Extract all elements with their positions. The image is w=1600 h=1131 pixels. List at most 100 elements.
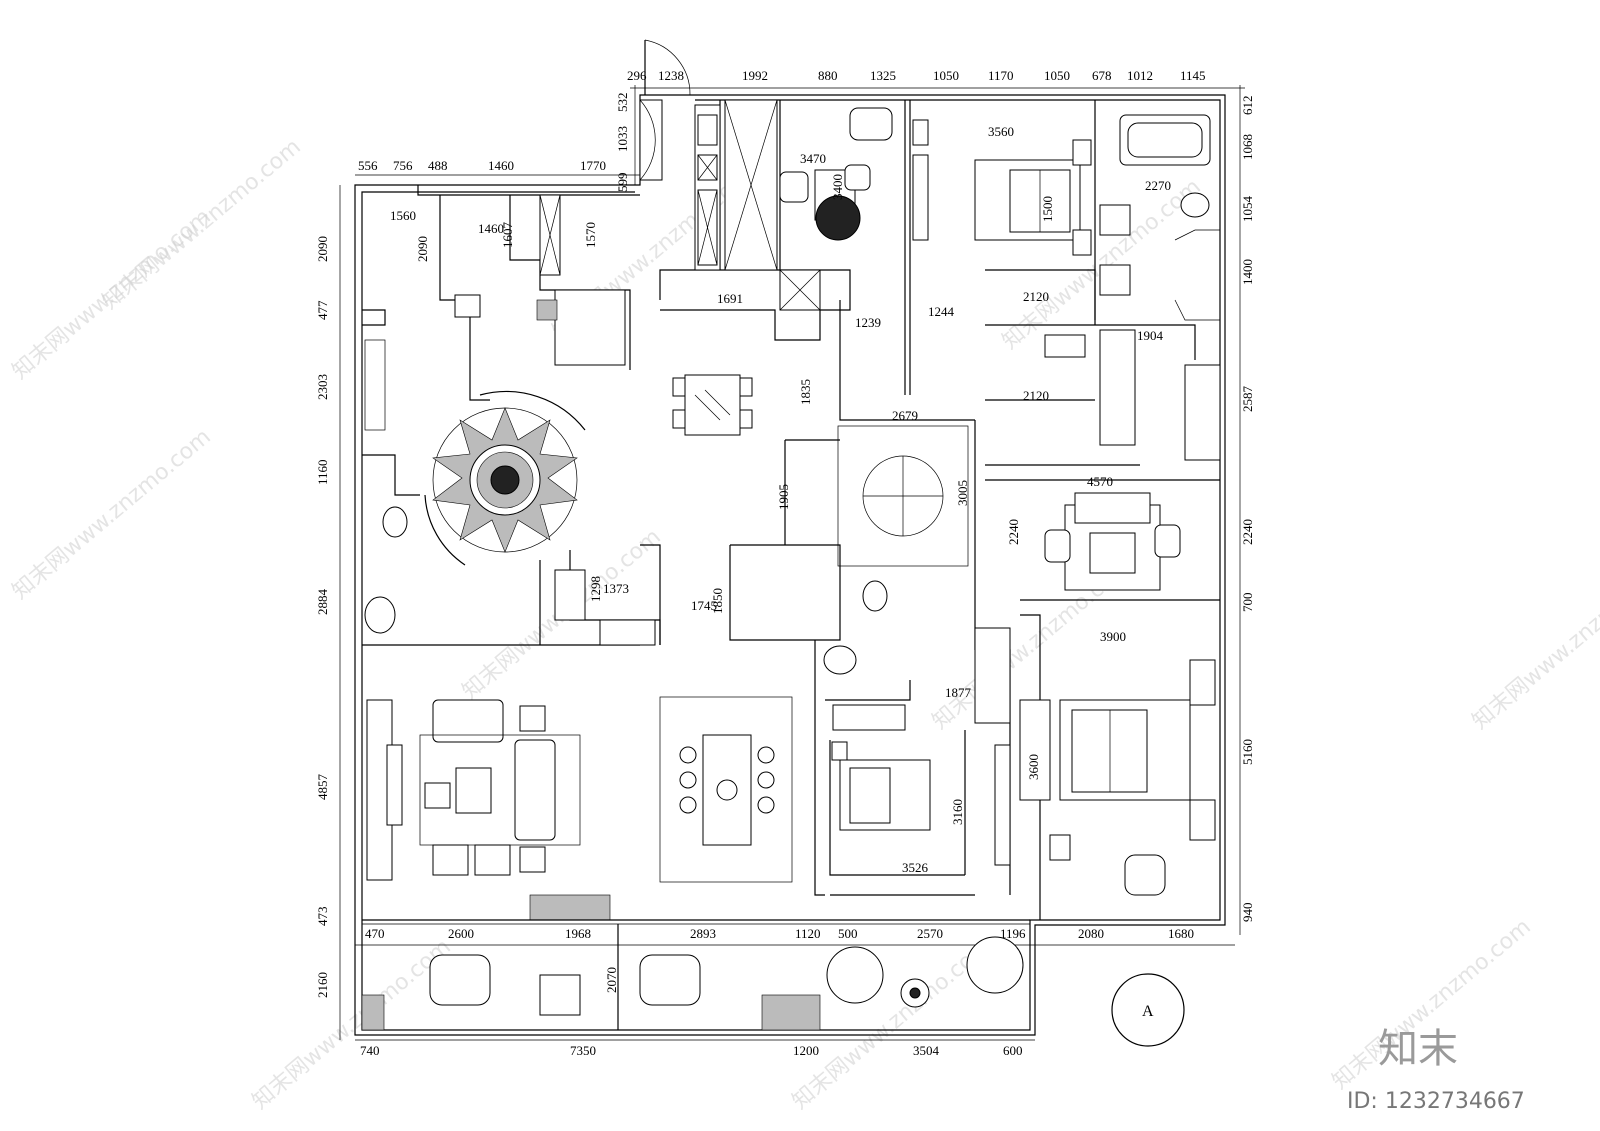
dim-label: 1298: [588, 576, 603, 602]
dim-label: 1200: [793, 1043, 819, 1058]
dim-label: 1160: [315, 459, 330, 485]
dim-label: 1239: [855, 315, 881, 330]
nightstand-icon: [1189, 659, 1216, 706]
toilet-icon: [862, 580, 888, 612]
dim-label: 2090: [415, 236, 430, 262]
dim-label: 470: [365, 926, 385, 941]
dim-label: 2240: [1240, 519, 1255, 545]
ottoman-icon: [432, 844, 469, 876]
dim-label: 556: [358, 158, 378, 173]
tv-cabinet: [912, 154, 929, 241]
tv-cabinet: [1019, 699, 1051, 801]
sink-icon: [823, 645, 857, 675]
dim-label: 488: [428, 158, 448, 173]
dim-label: 1050: [1044, 68, 1070, 83]
wardrobe-icon: [832, 704, 906, 731]
brand-logo: 知末: [1378, 1026, 1458, 1072]
dim-label: 2240: [1006, 519, 1021, 545]
armchair-icon: [1044, 529, 1071, 563]
dim-label: 1770: [580, 158, 606, 173]
dim-label: 1904: [1137, 328, 1164, 343]
dim-label: 1968: [565, 926, 591, 941]
dim-label: 2587: [1240, 386, 1255, 413]
medallion-rug: [424, 390, 586, 566]
desk-chair-icon: [1049, 834, 1071, 861]
dim-label: 2160: [315, 972, 330, 998]
nightstand-icon: [1072, 229, 1092, 256]
dim-label: 3470: [800, 151, 826, 166]
dim-label: 2070: [604, 967, 619, 993]
coffee-table-icon: [455, 767, 492, 814]
toilet-icon: [454, 294, 481, 318]
table-icon: [684, 374, 741, 436]
round-chair-icon: [966, 936, 1024, 994]
dim-label: 1012: [1127, 68, 1153, 83]
dim-label: 2120: [1023, 289, 1049, 304]
shoe-cabinet-icon: [554, 569, 586, 621]
toilet-icon: [1180, 192, 1210, 218]
dim-label: 2570: [917, 926, 943, 941]
rug-icon: [815, 195, 861, 241]
dim-label: 1607: [500, 222, 515, 249]
dim-label: 4570: [1087, 474, 1113, 489]
furniture: [364, 99, 1221, 1016]
dimension-labels: 296 1238 1992 880 1325 1050 1170 1050 67…: [315, 68, 1255, 1058]
dim-label: 612: [1240, 96, 1255, 116]
tv-cabinet: [912, 119, 929, 146]
entry-door: [639, 39, 691, 181]
dim-label: 1170: [988, 68, 1014, 83]
dim-label: 2679: [892, 408, 918, 423]
dim-label: 880: [818, 68, 838, 83]
dim-label: 1325: [870, 68, 896, 83]
dim-label: 1196: [1000, 926, 1026, 941]
dim-label: 3005: [955, 480, 970, 506]
dim-label: 1120: [795, 926, 821, 941]
dim-label: 1238: [658, 68, 684, 83]
dim-label: 600: [1003, 1043, 1023, 1058]
tv-icon: [386, 744, 403, 826]
dim-label: 3400: [830, 174, 845, 200]
shoe-cabinet-icon: [599, 619, 656, 646]
sink-icon: [1099, 264, 1131, 296]
dim-label: 1745: [691, 598, 717, 613]
bunk-bed-icon: [554, 289, 626, 366]
dim-label: 477: [315, 300, 330, 320]
dim-label: 296: [627, 68, 647, 83]
dim-label: 700: [1240, 593, 1255, 613]
dim-label: 1560: [390, 208, 416, 223]
coffee-table-icon: [1089, 532, 1136, 574]
dim-label: 2090: [315, 236, 330, 262]
dim-label: 1054: [1240, 196, 1255, 223]
sink-icon: [1099, 204, 1131, 236]
tv-cabinet: [994, 744, 1011, 866]
armchair-icon: [429, 954, 491, 1006]
dim-label: 3900: [1100, 629, 1126, 644]
dim-label: 1500: [1040, 196, 1055, 222]
dim-label: 1460: [488, 158, 514, 173]
nightstand-icon: [831, 741, 848, 761]
dim-label: 599: [615, 173, 630, 193]
dim-label: 940: [1240, 903, 1255, 923]
side-table-icon: [519, 846, 546, 873]
toilet-icon: [382, 506, 408, 538]
wardrobe-icon: [974, 627, 1011, 724]
dim-label: 1680: [1168, 926, 1194, 941]
dim-label: 1244: [928, 304, 955, 319]
dim-label: 1850: [710, 588, 725, 614]
dim-label: 2270: [1145, 178, 1171, 193]
dim-label: 1460: [478, 221, 504, 236]
branding: 知末 ID: 1232734667: [1347, 1026, 1525, 1114]
watermark: 知末网www.znzmo.com: [1468, 554, 1600, 734]
armchair-icon: [424, 782, 451, 809]
dim-label: 3560: [988, 124, 1014, 139]
sink-icon: [697, 114, 718, 146]
dim-label: 2600: [448, 926, 474, 941]
sofa-icon: [1074, 492, 1151, 524]
dim-label: 1068: [1240, 134, 1255, 160]
dim-label: 5160: [1240, 739, 1255, 765]
dim-label: 3504: [913, 1043, 940, 1058]
wardrobe-icon: [1099, 329, 1136, 446]
ottoman-icon: [474, 844, 511, 876]
dim-label: 1691: [717, 291, 743, 306]
